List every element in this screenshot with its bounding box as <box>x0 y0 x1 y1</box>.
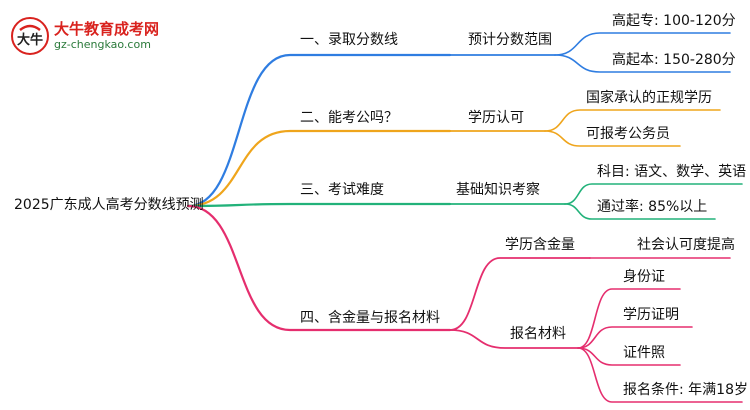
sub-node-4a: 学历含金量 <box>505 237 575 253</box>
connector-leaf-4b-2 <box>577 326 693 349</box>
branch-3-label: 三、考试难度 <box>300 182 384 198</box>
leaf-4b-1: 身份证 <box>623 269 665 285</box>
branch-2-label: 二、能考公吗？ <box>300 110 398 126</box>
sub-node-2: 学历认可 <box>468 110 524 126</box>
leaf-1-1: 高起专: 100-120分 <box>612 13 736 29</box>
leaf-1-2: 高起本: 150-280分 <box>612 52 736 68</box>
connector-leaf-2-1 <box>544 109 721 132</box>
connector-leaf-4b-1 <box>577 288 681 349</box>
logo-site-name: 大牛教育成考网 <box>54 20 160 38</box>
connector-branch-4 <box>186 204 452 332</box>
leaf-2-2: 可报考公务员 <box>586 126 670 142</box>
connector-sub-4a <box>449 257 591 331</box>
connector-branch-3 <box>186 202 452 208</box>
connector-branch-2 <box>186 129 452 208</box>
connector-leaf-3-2 <box>564 203 716 220</box>
site-logo[interactable]: 大牛 大牛教育成考网 gz-chengkao.com <box>8 16 168 56</box>
logo-mark-icon: 大牛 <box>11 17 49 55</box>
connector-branch-1 <box>186 53 452 208</box>
connector-leaf-1-1 <box>554 32 731 56</box>
connector-leaf-1-2 <box>554 54 731 73</box>
connector-leaf-4b-3 <box>577 347 681 366</box>
connector-leaf-2-2 <box>544 130 681 147</box>
leaf-2-1: 国家承认的正规学历 <box>586 90 712 106</box>
root-node-label: 2025广东成人高考分数线预测 <box>14 197 204 213</box>
leaf-4b-2: 学历证明 <box>623 307 679 323</box>
leaf-4a-1: 社会认可度提高 <box>637 237 735 253</box>
sub-node-3: 基础知识考察 <box>456 182 540 198</box>
logo-mark-text: 大牛 <box>17 32 43 48</box>
leaf-3-2: 通过率: 85%以上 <box>597 199 708 215</box>
logo-site-url: gz-chengkao.com <box>54 38 151 51</box>
sub-node-4b: 报名材料 <box>510 326 566 342</box>
branch-1-label: 一、录取分数线 <box>300 32 398 48</box>
sub-node-1: 预计分数范围 <box>468 32 552 48</box>
connector-leaf-3-1 <box>564 183 743 205</box>
leaf-4b-4: 报名条件: 年满18岁 <box>623 382 748 398</box>
branch-4-label: 四、含金量与报名材料 <box>300 310 440 326</box>
leaf-4b-3: 证件照 <box>623 345 665 361</box>
leaf-3-1: 科目: 语文、数学、英语 <box>597 164 747 180</box>
connector-leaf-4b-4 <box>577 347 743 403</box>
connector-sub-4b <box>449 329 579 349</box>
